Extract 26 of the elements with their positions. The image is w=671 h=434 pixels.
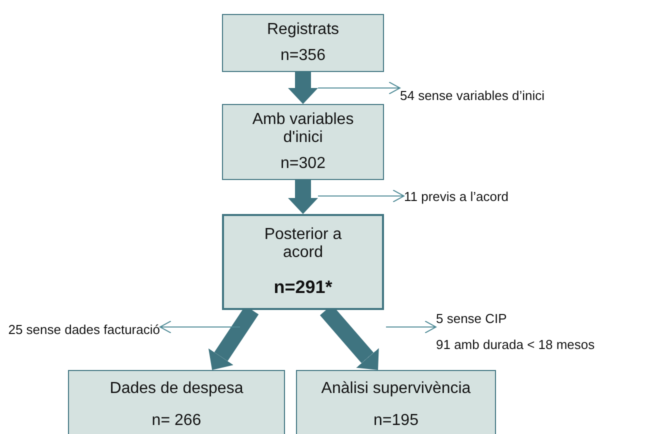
arrow: [318, 82, 400, 94]
box-title: Registrats: [266, 21, 340, 39]
arrow: [288, 180, 318, 214]
process-box: [222, 14, 384, 72]
note-text: 25 sense dades facturació: [8, 321, 160, 339]
note-text: 91 amb durada < 18 mesos: [436, 336, 595, 354]
count-text: n=302: [280, 155, 326, 173]
box-title: Dades de despesa: [110, 380, 244, 398]
count-text: n=356: [280, 47, 326, 65]
arrow: [288, 72, 318, 104]
process-box: [68, 370, 285, 434]
arrow: [160, 320, 240, 334]
box-title: Amb variables d'inici: [251, 111, 355, 147]
process-box: [222, 214, 384, 310]
note-text: 54 sense variables d’inici: [400, 87, 545, 105]
arrow: [318, 190, 404, 202]
count-text: n=195: [374, 412, 418, 430]
box-title: Anàlisi supervivència: [321, 380, 471, 398]
process-box: [296, 370, 496, 434]
arrow: [386, 320, 436, 334]
count-text: n=291*: [274, 277, 332, 298]
count-text: n= 266: [152, 412, 202, 430]
note-text: 5 sense CIP: [436, 310, 507, 328]
box-title: Posterior a acord: [263, 226, 343, 262]
process-box: [222, 104, 384, 180]
note-text: 11 previs a l’acord: [404, 188, 509, 206]
